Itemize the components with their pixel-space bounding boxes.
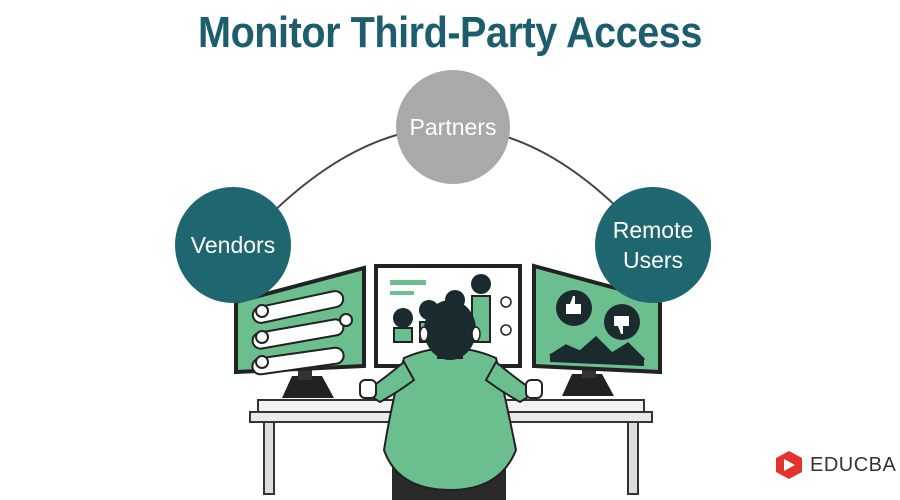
vendors-node: Vendors xyxy=(175,187,291,303)
brand-name: EDUCBA xyxy=(810,453,897,476)
remote-users-line2: Users xyxy=(622,247,684,273)
thumbs-down-icon xyxy=(614,316,629,334)
partners-label: Partners xyxy=(409,114,497,140)
educba-logo-icon xyxy=(776,451,802,479)
left-monitor xyxy=(234,265,366,398)
thumbs-up-icon xyxy=(566,296,581,314)
remote-users-label: Remote Users xyxy=(613,215,694,275)
educba-brand: EDUCBA xyxy=(774,450,896,480)
person xyxy=(359,300,543,492)
partners-node: Partners xyxy=(396,70,510,184)
remote-users-line1: Remote xyxy=(612,217,694,243)
remote-users-node: Remote Users xyxy=(595,187,711,303)
page-title: Monitor Third-Party Access xyxy=(198,8,702,57)
vendors-label: Vendors xyxy=(190,232,276,258)
